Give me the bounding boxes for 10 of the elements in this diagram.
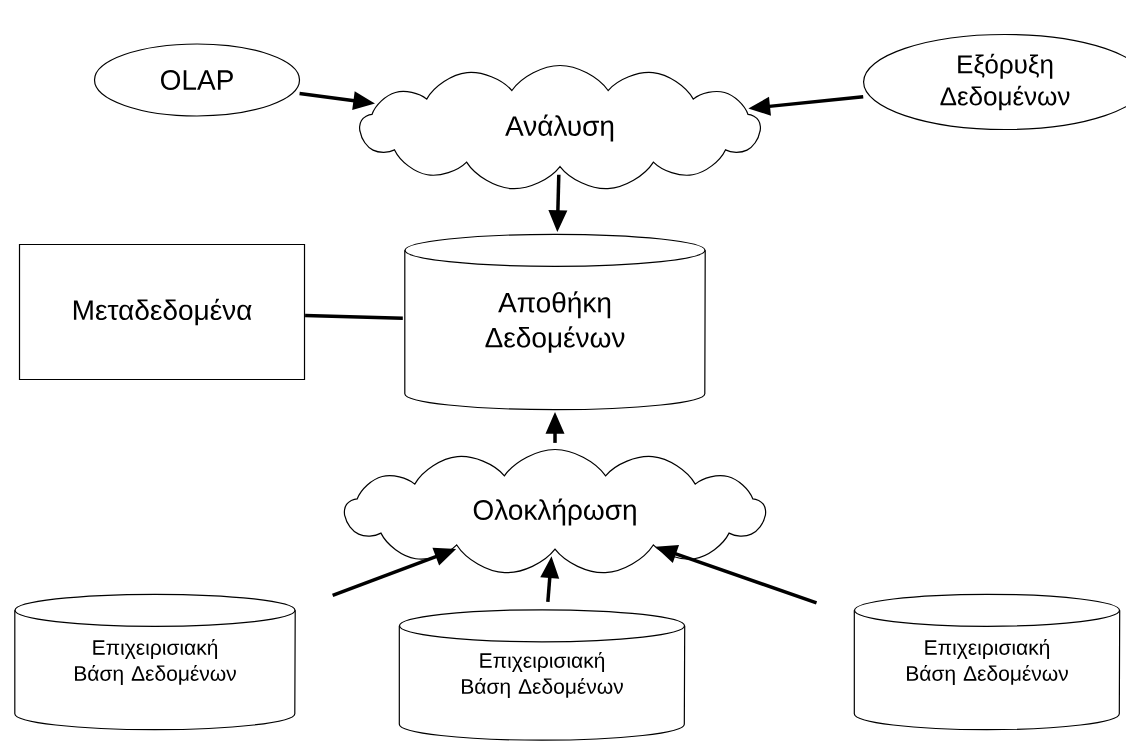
database-cylinder: Επιχειρισιακή Βάση Δεδομένων (853, 593, 1121, 731)
database-cylinder: Αποθήκη Δεδομένων (404, 233, 706, 411)
node-label: Επιχειρισιακή Βάση Δεδομένων (75, 638, 236, 686)
node-label: Επιχειρισιακή Βάση Δεδομένων (907, 638, 1068, 686)
node-label: Αποθήκη Δεδομένων (485, 291, 625, 353)
database-cylinder: Επιχειρισιακή Βάση Δεδομένων (14, 593, 296, 731)
database-cylinder: Επιχειρισιακή Βάση Δεδομένων (398, 609, 686, 741)
node-label: Επιχειρισιακή Βάση Δεδομένων (462, 651, 623, 699)
process-box: Μεταδεδομένα (18, 243, 306, 381)
ellipse-node: OLAP (93, 43, 301, 117)
